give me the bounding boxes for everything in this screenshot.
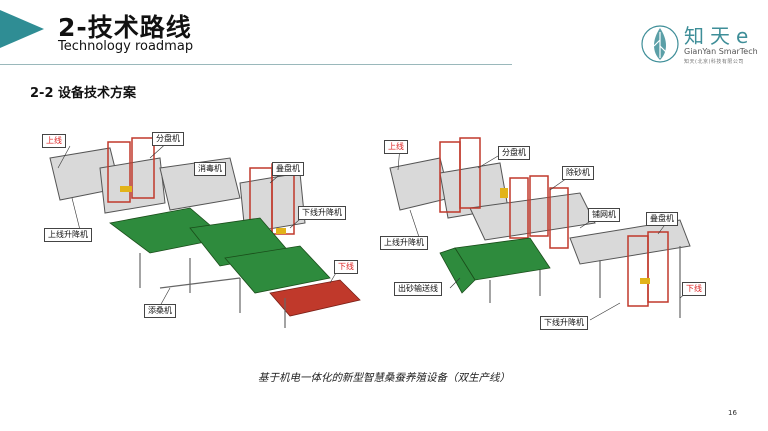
label-right-shangxian: 上线 (384, 140, 408, 154)
label-xiaxian: 下线 (334, 260, 358, 274)
label-right-xiaxian: 下线 (682, 282, 706, 296)
label-xiaoduji: 消毒机 (194, 162, 226, 176)
label-diepanji: 叠盘机 (272, 162, 304, 176)
right-production-line-diagram: 上线 分盘机 除砂机 铺网机 叠盘机 上线升降机 出砂输送线 下线 下线升降机 (380, 128, 720, 336)
leaf-drop-logo-icon (641, 25, 679, 63)
label-shangxian: 上线 (42, 134, 66, 148)
right-line-drawing (389, 137, 693, 321)
label-right-chushaji: 除砂机 (562, 166, 594, 180)
label-right-chusha-shusongxian: 出砂输送线 (394, 282, 442, 296)
logo-subtitle: GianYan SmarTech (684, 47, 758, 56)
left-production-line-diagram: 上线 分盘机 消毒机 叠盘机 上线升降机 下线升降机 下线 添桑机 (40, 128, 370, 336)
label-right-puwangji: 铺网机 (588, 208, 620, 222)
label-right-fenpanji: 分盘机 (498, 146, 530, 160)
title-accent-triangle (0, 10, 44, 48)
label-right-diepanji: 叠盘机 (646, 212, 678, 226)
label-right-shangxian-shengjiangji: 上线升降机 (380, 236, 428, 250)
logo-tagline: 知天(北京)科技有限公司 (684, 59, 744, 65)
page-number: 16 (728, 409, 737, 417)
page-subtitle: Technology roadmap (58, 39, 194, 54)
page-title: 2-技术路线 (58, 13, 192, 42)
label-tiansangji: 添桑机 (144, 304, 176, 318)
left-line-drawing (49, 137, 361, 328)
logo-name: 知天e (684, 24, 755, 48)
label-right-xiaxian-shengjiangji: 下线升降机 (540, 316, 588, 330)
label-xiaxian-shengjiangji: 下线升降机 (298, 206, 346, 220)
section-title: 2-2 设备技术方案 (30, 86, 137, 101)
label-fenpanji: 分盘机 (152, 132, 184, 146)
label-shangxian-shengjiangji: 上线升降机 (44, 228, 92, 242)
figure-caption: 基于机电一体化的新型智慧桑蚕养殖设备（双生产线） (258, 372, 510, 384)
title-divider (0, 64, 512, 65)
company-logo: 知天e GianYan SmarTech 知天(北京)科技有限公司 (640, 20, 768, 76)
